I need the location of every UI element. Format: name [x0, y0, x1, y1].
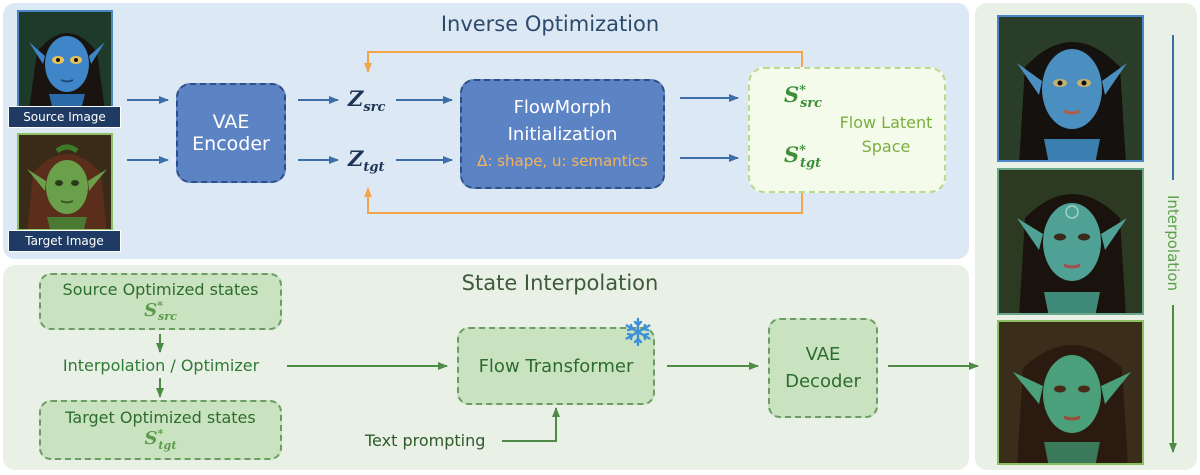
text-prompting-label: Text prompting	[365, 431, 486, 450]
z-src-symbol: Zsrc	[348, 86, 386, 116]
interpolation-optimizer-label: Interpolation / Optimizer	[62, 356, 260, 375]
source-image-label: Source Image	[8, 106, 121, 128]
s-src-symbol: S*src	[784, 82, 823, 112]
vae-encoder-line2: Encoder	[192, 133, 270, 155]
result-image-2	[997, 168, 1144, 315]
target-image-label: Target Image	[8, 230, 121, 252]
feedback-arrow-tgt	[364, 187, 803, 214]
inverse-title: Inverse Optimization	[440, 12, 660, 36]
z-tgt-symbol: Ztgt	[348, 146, 385, 176]
result-face-1	[999, 17, 1142, 160]
arrow-text-to-transformer	[502, 407, 560, 442]
flow-transformer-node: Flow Transformer	[457, 327, 655, 405]
source-states-label: Source Optimized states	[62, 279, 259, 299]
flow-transformer-label: Flow Transformer	[478, 355, 634, 377]
vae-decoder-line1: VAE	[805, 344, 841, 365]
result-face-2	[999, 170, 1142, 313]
target-face-illustration	[19, 135, 111, 229]
target-states-symbol: S*tgt	[144, 427, 177, 452]
source-states-symbol: S*src	[144, 298, 177, 324]
source-face-illustration	[19, 12, 111, 106]
flowmorph-line3: Δ: shape, u: semantics	[477, 151, 648, 170]
s-tgt-symbol: S*tgt	[784, 142, 822, 172]
interpolation-side-label: Interpolation	[1164, 195, 1182, 291]
flow-latent-space-node	[748, 67, 946, 193]
flowmorph-line2: Initialization	[507, 123, 618, 145]
state-title: State Interpolation	[461, 271, 659, 295]
target-states-label: Target Optimized states	[65, 408, 256, 428]
feedback-arrow-src	[364, 51, 803, 73]
target-optimized-states-node: Target Optimized states S*tgt	[39, 400, 282, 460]
flowmorph-node: FlowMorph Initialization Δ: shape, u: se…	[460, 79, 665, 189]
vae-decoder-line2: Decoder	[785, 371, 861, 392]
result-image-1	[997, 15, 1144, 162]
source-image	[17, 10, 113, 108]
source-optimized-states-node: Source Optimized states S*src	[39, 273, 282, 330]
vae-encoder-node: VAE Encoder	[176, 83, 286, 183]
flowmorph-line1: FlowMorph	[513, 96, 612, 118]
result-image-3	[997, 320, 1144, 465]
vae-encoder-line1: VAE	[212, 111, 250, 133]
vae-decoder-node: VAE Decoder	[768, 318, 878, 418]
result-face-3	[999, 322, 1142, 463]
snowflake-icon	[622, 316, 654, 352]
target-image	[17, 133, 113, 231]
flow-latent-space-label: Flow Latent Space	[839, 113, 933, 156]
